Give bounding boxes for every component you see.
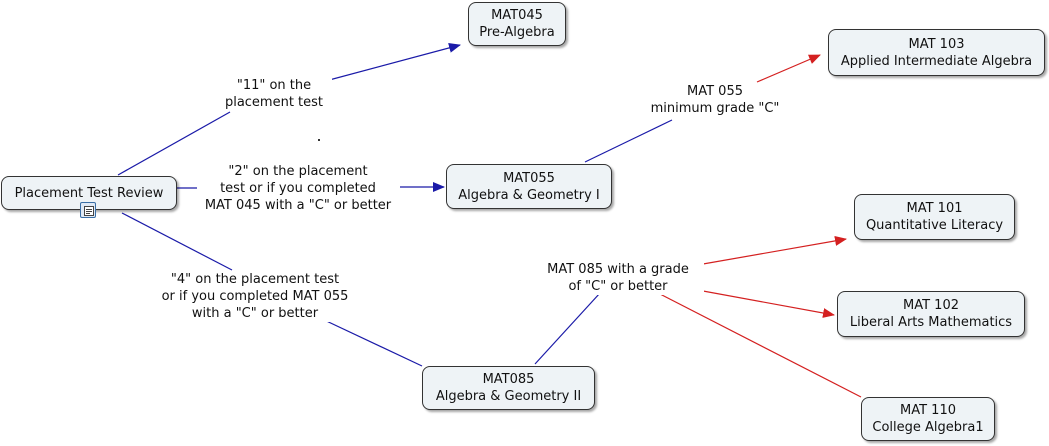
label-2-line-3: MAT 045 with a "C" or better [204,198,392,213]
label-mat055-line-1: MAT 055 [687,84,743,99]
node-mat045-line-1: MAT045 [491,8,543,23]
label-4-line-2: or if you completed MAT 055 [161,289,349,304]
document-icon[interactable] [80,202,96,218]
link-label-mat085-to-upper: MAT 085 with a grade of "C" or better [532,261,704,295]
node-mat085-line-2: Algebra & Geometry II [435,389,582,404]
stray-dot [318,139,320,141]
node-mat110-line-2: College Algebra1 [872,420,984,435]
arrow-label-11-to-mat045 [317,43,461,84]
arrow-label-mat055-to-mat103 [756,54,821,83]
node-mat102-line-1: MAT 102 [903,298,959,313]
link-label-to-mat055: "2" on the placement test or if you comp… [197,163,399,214]
label-11-line-1: "11" on the [236,78,312,93]
node-mat045-line-2: Pre-Algebra [479,25,555,40]
label-2-line-2: test or if you completed [220,181,376,196]
node-mat055[interactable]: MAT055 Algebra & Geometry I [446,164,612,209]
arrow-label-mat085-to-mat110 [659,293,862,398]
node-mat102[interactable]: MAT 102 Liberal Arts Mathematics [837,291,1025,337]
node-mat101-line-1: MAT 101 [906,201,963,216]
link-mat055-to-label-mat055 [584,119,673,163]
link-placement-to-label-11 [117,111,231,176]
node-mat110[interactable]: MAT 110 College Algebra1 [861,397,995,441]
node-mat085-line-1: MAT085 [482,372,535,387]
node-mat110-line-1: MAT 110 [900,403,956,418]
node-mat101-line-2: Quantitative Literacy [865,218,1004,233]
node-mat101[interactable]: MAT 101 Quantitative Literacy [854,194,1015,240]
label-4-line-1: "4" on the placement test [170,272,340,287]
label-4-line-3: with a "C" or better [191,306,319,321]
label-mat085-line-1: MAT 085 with a grade [547,262,689,277]
arrow-label-mat085-to-mat101 [702,235,847,265]
node-mat085[interactable]: MAT085 Algebra & Geometry II [422,366,595,410]
node-mat045[interactable]: MAT045 Pre-Algebra [468,2,566,46]
link-label-to-mat085: "4" on the placement test or if you comp… [148,271,362,322]
node-mat055-line-2: Algebra & Geometry I [458,187,600,203]
node-mat103[interactable]: MAT 103 Applied Intermediate Algebra [828,29,1045,76]
label-mat085-line-2: of "C" or better [568,279,668,294]
arrow-label-mat085-to-mat102 [702,290,835,318]
label-mat055-line-2: minimum grade "C" [650,101,780,116]
node-mat103-line-2: Applied Intermediate Algebra [840,53,1033,69]
link-label-4-to-mat085 [319,317,423,367]
node-placement-line-1: Placement Test Review [14,185,164,201]
label-2-line-1: "2" on the placement [228,164,368,179]
node-mat102-line-2: Liberal Arts Mathematics [849,315,1013,330]
label-11-line-2: placement test [224,95,324,110]
node-mat103-line-1: MAT 103 [908,36,965,52]
node-mat055-line-1: MAT055 [503,170,555,186]
link-placement-to-label-4 [121,212,233,271]
link-mat085-to-label-mat085 [534,292,601,365]
link-label-mat055-to-mat103: MAT 055 minimum grade "C" [640,83,790,117]
link-label-to-mat045: "11" on the placement test [216,77,332,111]
